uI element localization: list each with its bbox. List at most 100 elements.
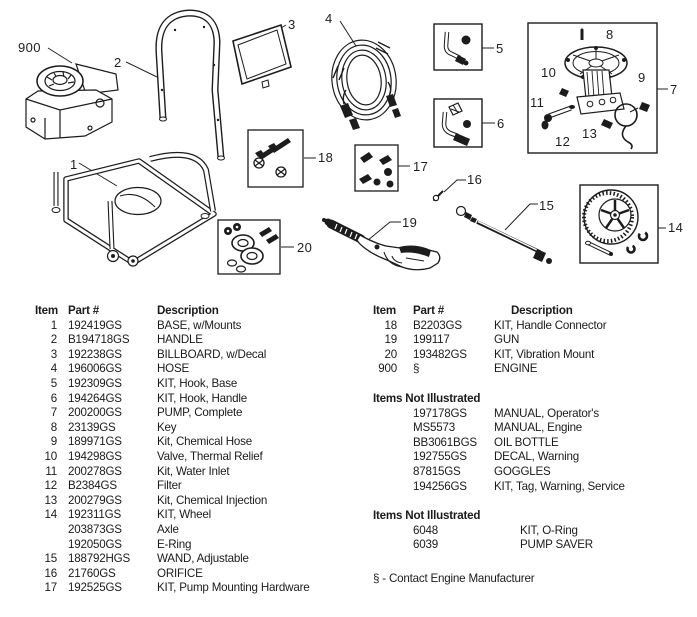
item-cell — [373, 450, 397, 465]
part-cell: 203873GS — [68, 522, 122, 536]
desc-cell: Filter — [157, 479, 182, 493]
item-cell — [373, 465, 397, 480]
vibration-mount-box-20 — [217, 219, 281, 275]
header-desc: Description — [511, 304, 573, 317]
callout-6: 6 — [497, 116, 505, 131]
part-cell: B194718GS — [68, 333, 130, 347]
desc-cell: GUN — [494, 333, 520, 347]
hook-handle-box — [433, 98, 483, 148]
part-cell: 192050GS — [68, 537, 122, 551]
item-cell: 16 — [44, 566, 58, 580]
item-cell: 900 — [378, 362, 397, 376]
table-header: Item Part # Description — [373, 304, 693, 319]
part-cell: 6048 — [413, 523, 438, 537]
callout-14: 14 — [668, 220, 684, 235]
callout-4: 4 — [325, 11, 333, 26]
part-cell: B2384GS — [68, 479, 117, 493]
callout-17: 17 — [413, 159, 429, 174]
diagram-art — [25, 9, 668, 275]
desc-cell: OIL BOTTLE — [494, 435, 559, 449]
part-cell: 6039 — [413, 538, 438, 552]
item-cell: 18 — [384, 318, 398, 332]
item-cell — [373, 538, 397, 553]
desc-cell: WAND, Adjustable — [157, 552, 249, 566]
table-row: 192050GS E-Ring — [35, 538, 367, 553]
item-cell: 13 — [44, 493, 58, 507]
callout-18: 18 — [318, 150, 334, 165]
desc-cell: PUMP, Complete — [157, 406, 243, 420]
desc-cell: KIT, Tag, Warning, Service — [494, 479, 625, 493]
callout-900: 900 — [18, 40, 41, 55]
part-cell: MS5573 — [413, 421, 455, 435]
handle-illustration — [155, 9, 225, 161]
item-cell: 1 — [50, 318, 57, 332]
desc-cell: Key — [157, 420, 177, 434]
part-cell: § — [413, 362, 420, 376]
hardware-box-17 — [354, 144, 399, 192]
callout-10: 10 — [541, 65, 557, 80]
table-row: MS5573 MANUAL, Engine — [373, 421, 693, 436]
callout-1: 1 — [70, 157, 78, 172]
table-row: BB3061BGS OIL BOTTLE — [373, 436, 693, 451]
engine-illustration — [25, 63, 119, 140]
table-row: 6039 PUMP SAVER — [373, 538, 693, 553]
part-cell: 197178GS — [413, 406, 467, 420]
desc-cell: PUMP SAVER — [520, 538, 593, 552]
base-illustration — [51, 151, 217, 267]
header-part: Part # — [68, 304, 100, 317]
callout-9: 9 — [638, 70, 646, 85]
desc-cell: ORIFICE — [157, 566, 203, 580]
desc-cell: GOGGLES — [494, 464, 551, 478]
desc-cell: Kit, Water Inlet — [157, 464, 230, 478]
callout-13: 13 — [582, 126, 598, 141]
desc-cell: DECAL, Warning — [494, 450, 580, 464]
table-row: 87815GS GOGGLES — [373, 465, 693, 480]
desc-cell: HOSE — [157, 362, 190, 376]
item-cell: 19 — [384, 333, 398, 347]
part-cell: 200278GS — [68, 464, 122, 478]
part-cell: BB3061BGS — [413, 435, 477, 449]
item-cell: 20 — [384, 347, 398, 361]
wheel-box — [579, 184, 659, 264]
callout-16: 16 — [467, 172, 483, 187]
part-cell: 192309GS — [68, 376, 122, 390]
desc-cell: KIT, Hook, Base — [157, 376, 238, 390]
part-cell: 194256GS — [413, 479, 467, 493]
desc-cell: KIT, Handle Connector — [494, 318, 607, 332]
desc-cell: KIT, Hook, Handle — [157, 391, 248, 405]
pump-box — [527, 22, 658, 154]
callout-3: 3 — [288, 17, 296, 32]
part-cell: 196006GS — [68, 362, 122, 376]
billboard-illustration — [232, 23, 292, 89]
desc-cell: HANDLE — [157, 333, 203, 347]
desc-cell: Kit, Chemical Hose — [157, 435, 252, 449]
item-cell — [35, 523, 57, 538]
desc-cell: MANUAL, Engine — [494, 421, 583, 435]
part-cell: 188792HGS — [68, 552, 131, 566]
desc-cell: E-Ring — [157, 537, 192, 551]
part-cell: 87815GS — [413, 464, 461, 478]
desc-cell: ENGINE — [494, 362, 538, 376]
table-row: 194256GS KIT, Tag, Warning, Service — [373, 480, 693, 495]
orifice-illustration — [432, 190, 444, 202]
desc-cell: MANUAL, Operator's — [494, 406, 599, 420]
header-item: Item — [373, 304, 397, 317]
callout-19: 19 — [402, 215, 418, 230]
desc-cell: Valve, Thermal Relief — [157, 449, 263, 463]
item-cell — [373, 480, 397, 495]
